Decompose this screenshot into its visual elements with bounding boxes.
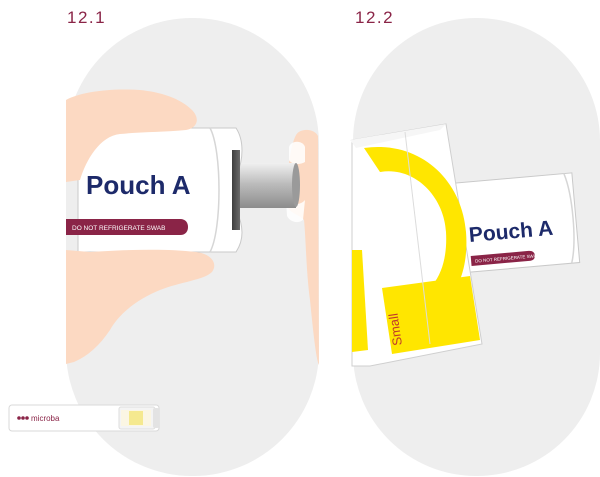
microba-logo-icon bbox=[17, 416, 29, 420]
warning-text-12-1: DO NOT REFRIGERATE SWAB bbox=[72, 225, 165, 232]
swab-tube: microba bbox=[9, 405, 159, 431]
swab-tube-metal bbox=[232, 163, 300, 208]
pouch-title-12-1: Pouch A bbox=[86, 170, 191, 200]
right-thumbnail bbox=[289, 142, 305, 164]
swab-brand: microba bbox=[31, 414, 60, 423]
